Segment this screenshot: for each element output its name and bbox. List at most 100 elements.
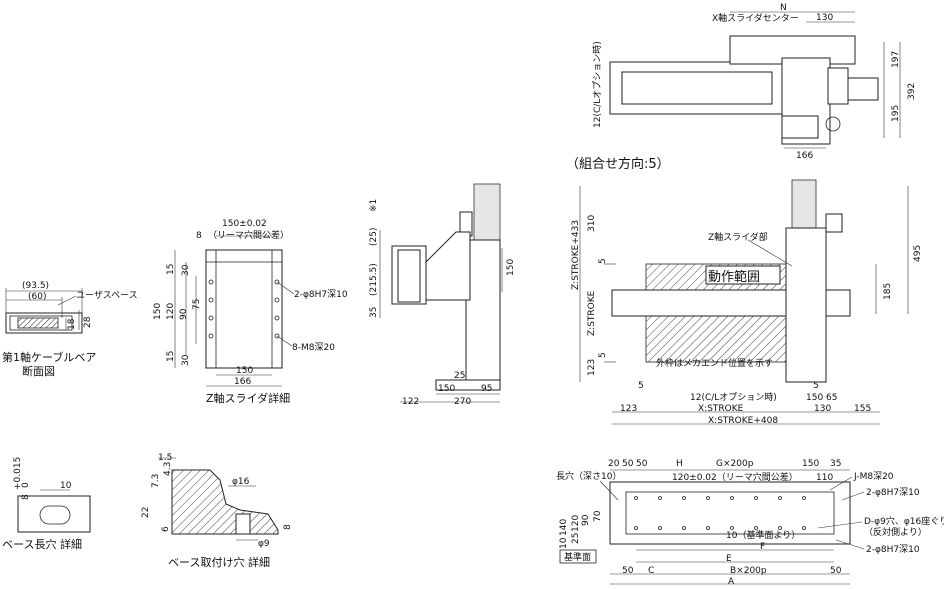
dim-60: (60) xyxy=(28,292,46,302)
base-dim-110: 110 xyxy=(816,473,833,483)
dim-130-front: 130 xyxy=(814,404,831,414)
dim-150-left: 150 xyxy=(153,303,163,320)
base-hole-note-1: D-φ9穴、φ16座ぐり xyxy=(864,515,944,527)
base-ref-note: 10（基準面より） xyxy=(726,529,800,541)
dim-215-5: (215.5) xyxy=(369,263,379,296)
dim-197: 197 xyxy=(891,51,901,68)
dim-5-c: 5 xyxy=(638,381,644,391)
base-dim-120: 120 xyxy=(571,515,581,532)
ream-tolerance-note: （リーマ穴間公差） xyxy=(208,229,289,241)
top-view: N X軸スライダセンター 130 12(C/Lオプション時) 197 392 1… xyxy=(592,3,917,161)
dim-150-b: 150 xyxy=(438,384,455,394)
base-slot-detail-view: 10 8 +0.015 0 ベース長穴 詳細 xyxy=(2,457,91,551)
dim-120: 120 xyxy=(166,303,176,320)
slot-tol-plus: +0.015 xyxy=(13,457,23,490)
dim-18: 18 xyxy=(67,318,77,330)
dim-166-top: 166 xyxy=(796,151,813,161)
dim-35: 35 xyxy=(369,307,379,318)
dim-N: N xyxy=(780,3,787,13)
dim-195: 195 xyxy=(891,105,901,122)
motion-range-label: 動作範囲 xyxy=(708,270,760,285)
base-dim-F: F xyxy=(760,542,765,552)
x-stroke: X:STROKE xyxy=(698,404,744,414)
hole-dim-6: 6 xyxy=(161,526,171,532)
base-pin-note-2: 2-φ8H7深10 xyxy=(866,544,920,555)
reference-face-box xyxy=(559,549,597,564)
dim-30-bottom: 30 xyxy=(181,354,191,366)
base-dim-A: A xyxy=(728,577,735,587)
base-dim-140: 140 xyxy=(559,519,569,536)
dim-25-b: 25 xyxy=(454,371,465,381)
base-dim-E: E xyxy=(726,554,732,564)
dim-15-top: 15 xyxy=(166,264,176,275)
dim-65: 65 xyxy=(826,393,837,403)
dim-93-5: (93.5) xyxy=(22,281,49,291)
dim-123-v: 123 xyxy=(587,359,597,376)
base-dim-35: 35 xyxy=(830,459,841,469)
dim-150-bottom: 150 xyxy=(236,366,253,376)
dim-150-front: 150 xyxy=(806,393,823,403)
slot-dim-10: 10 xyxy=(60,481,72,491)
z-slider-detail-view: 150±0.02 （リーマ穴間公差） 8 15 30 150 120 90 75… xyxy=(153,219,348,405)
note-1: ※1 xyxy=(369,199,379,212)
outer-frame-note: 外枠はメカエンド位置を示す xyxy=(656,357,773,369)
dim-8: 8 xyxy=(196,231,202,241)
base-dim-90: 90 xyxy=(581,514,591,526)
dim-25-paren: (25) xyxy=(369,228,379,246)
dim-310: 310 xyxy=(587,215,597,232)
dim-28: 28 xyxy=(83,316,93,328)
base-dim-70: 70 xyxy=(593,510,603,522)
base-dim-B200: B×200p xyxy=(730,566,767,576)
dim-150-tol: 150±0.02 xyxy=(222,219,267,229)
dim-123-h: 123 xyxy=(620,404,637,414)
z-stroke-433: Z:STROKE+433 xyxy=(571,220,581,290)
cable-bear-caption-line2: 断面図 xyxy=(22,364,55,378)
base-dim-50-a: 50 xyxy=(622,459,634,469)
combination-direction: （組合せ方向:5） xyxy=(566,156,670,172)
hole-dim-7-3: 7.3 xyxy=(151,474,161,488)
dim-166: 166 xyxy=(234,377,251,387)
hole-dim-4-3: 4.3 xyxy=(163,462,173,476)
dim-270: 270 xyxy=(454,397,471,407)
base-slot-caption: ベース長穴 詳細 xyxy=(2,537,82,551)
x-slider-center-label: X軸スライダセンター xyxy=(712,12,799,24)
cable-bear-section-view: (93.5) (60) ユーザスペース 18 28 第1軸ケーブルベア 断面図 xyxy=(2,281,138,378)
base-hole-note-2: （反対側より） xyxy=(864,526,927,538)
base-slot-note: 長穴（深さ10） xyxy=(556,470,621,482)
dim-15-bottom: 15 xyxy=(166,351,176,362)
slot-tol-zero: 0 xyxy=(21,482,31,488)
cable-bear-caption-line1: 第1軸ケーブルベア xyxy=(2,350,96,364)
pin-hole-note: 2-φ8H7深10 xyxy=(294,289,348,300)
dim-5-b: 5 xyxy=(598,352,608,358)
base-hole-caption: ベース取付け穴 詳細 xyxy=(168,555,270,569)
base-dim-H: H xyxy=(676,459,683,469)
slot-tol-main: 8 xyxy=(21,494,31,500)
base-dim-C: C xyxy=(648,566,654,576)
dim-90: 90 xyxy=(179,308,189,320)
hole-dim-1-5: 1.5 xyxy=(158,453,172,463)
side-view: (25) ※1 (215.5) 35 150 25 150 95 122 270 xyxy=(369,183,516,407)
base-ref-face: 基準面 xyxy=(564,551,591,563)
base-dim-50-d: 50 xyxy=(830,566,842,576)
base-view: 20 50 50 H G×200p 150 35 長穴（深さ10） J-M8深2… xyxy=(556,459,944,587)
x-stroke-408: X:STROKE+408 xyxy=(708,416,778,426)
tap-hole-note: 8-M8深20 xyxy=(292,342,335,353)
dim-150-side: 150 xyxy=(506,259,516,276)
z-slider-caption: Z軸スライダ詳細 xyxy=(206,391,290,405)
base-dim-50-c: 50 xyxy=(622,566,634,576)
co-note-front: 12(C/Lオプション時) xyxy=(690,392,777,403)
base-dim-150: 150 xyxy=(802,459,819,469)
z-slider-part-label: Z軸スライダ部 xyxy=(708,231,768,243)
dim-495: 495 xyxy=(913,245,923,262)
base-pin-note: 2-φ8H7深10 xyxy=(866,487,920,498)
hole-dim-22: 22 xyxy=(141,507,151,518)
dim-5-a: 5 xyxy=(598,258,608,264)
base-mounting-hole-detail-view: 1.5 4.3 7.3 22 6 φ16 φ9 8 ベース取付け穴 詳細 xyxy=(141,453,293,569)
dim-392: 392 xyxy=(907,83,917,100)
front-view: （組合せ方向:5） 動作範囲 310 Z:STROKE+433 Z:STROKE… xyxy=(566,156,923,426)
z-stroke: Z:STROKE xyxy=(587,290,597,336)
dim-155: 155 xyxy=(854,404,871,414)
co-note-top: 12(C/Lオプション時) xyxy=(592,41,603,128)
base-ream-dim: 120±0.02（リーマ穴間公差） xyxy=(672,471,798,483)
